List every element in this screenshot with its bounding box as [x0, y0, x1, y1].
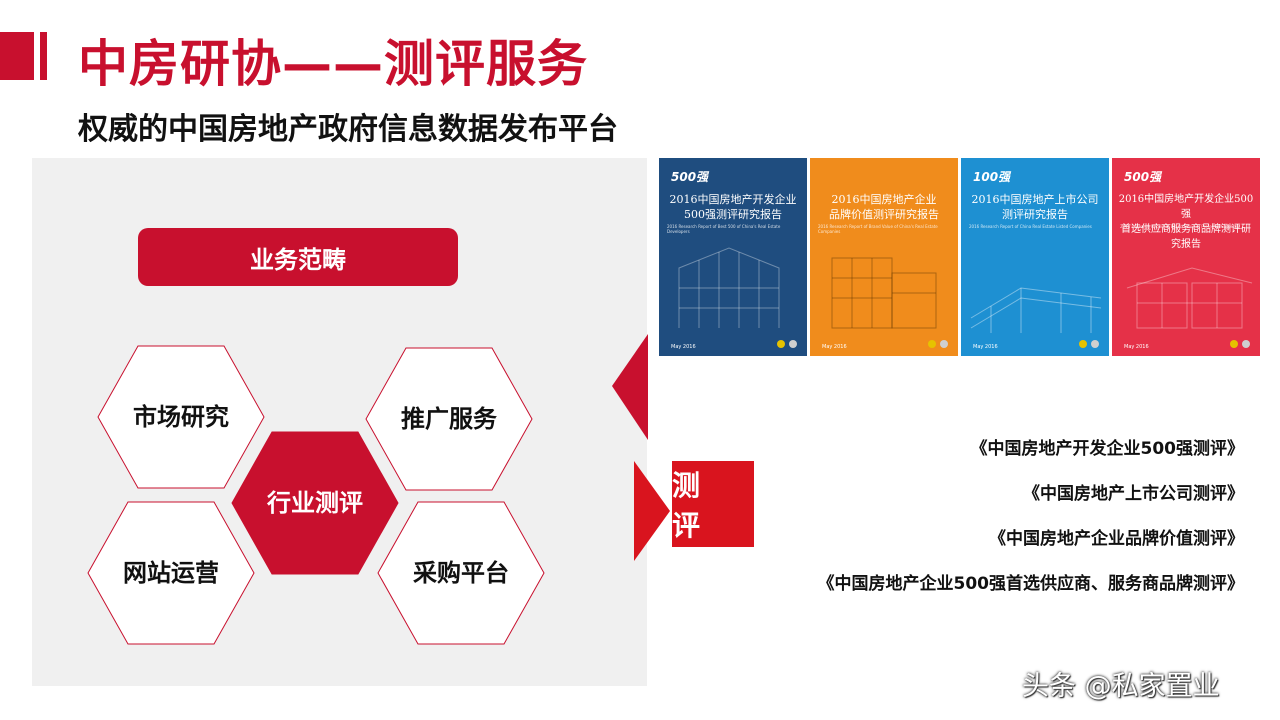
arrow-right-triangle-icon	[634, 461, 670, 561]
building-sketch-icon	[1126, 267, 1253, 329]
report-item: 《中国房地产企业500强首选供应商、服务商品牌测评》	[817, 574, 1245, 594]
seal-icon	[1242, 340, 1250, 348]
report-cover-brand-value: 2016中国房地产企业 品牌价值测评研究报告 2016 Research Rep…	[810, 158, 958, 356]
cover-logo: 500强	[671, 170, 709, 184]
report-item: 《中国房地产企业品牌价值测评》	[989, 529, 1244, 549]
page-subtitle: 权威的中国房地产政府信息数据发布平台	[78, 112, 618, 147]
hex-promotion-service-label: 推广服务	[401, 405, 497, 433]
header-accent-stripe	[40, 32, 47, 80]
hex-procurement-platform: 采购平台	[376, 500, 546, 646]
cover-title-line2: 测评研究报告	[1002, 208, 1068, 221]
report-cover-preferred-suppliers: 500强 2016中国房地产开发企业500强 首选供应商服务商品牌测评研究报告 …	[1112, 158, 1260, 356]
hex-industry-evaluation-label: 行业测评	[267, 489, 363, 517]
cover-date: May 2016	[1124, 344, 1149, 350]
seal-icon	[1230, 340, 1238, 348]
arrow-up-triangle-icon	[612, 334, 648, 440]
hex-industry-evaluation: 行业测评	[230, 430, 400, 576]
hex-market-research-label: 市场研究	[133, 403, 229, 431]
cover-title-line1: 2016中国房地产企业	[831, 193, 937, 206]
hex-promotion-service: 推广服务	[364, 346, 534, 492]
seal-icon	[1091, 340, 1099, 348]
cover-tagline: 2016 Research Report of Brand Value of C…	[818, 224, 938, 234]
cover-title-line2: 首选供应商服务商品牌测评研究报告	[1121, 224, 1251, 250]
cover-title-line2: 品牌价值测评研究报告	[829, 208, 939, 221]
page-title: 中房研协——测评服务	[78, 35, 588, 93]
business-scope-label: 业务范畴	[138, 228, 458, 286]
cover-title: 2016中国房地产上市公司 测评研究报告	[967, 192, 1103, 222]
cover-tagline: 2016 Research Report of China Real Estat…	[969, 224, 1092, 229]
cover-date: May 2016	[671, 344, 696, 350]
seal-icon	[789, 340, 797, 348]
seal-icon	[928, 340, 936, 348]
seal-icon	[940, 340, 948, 348]
building-sketch-icon	[970, 287, 1102, 333]
cover-title-line1: 2016中国房地产开发企业	[669, 193, 797, 206]
cover-title-line1: 2016中国房地产开发企业500强	[1118, 194, 1254, 220]
report-item: 《中国房地产开发企业500强测评》	[970, 439, 1245, 459]
cover-logo: 100强	[973, 170, 1011, 184]
cover-date: May 2016	[973, 344, 998, 350]
cover-title-line2: 500强测评研究报告	[684, 208, 782, 221]
cover-tagline: 2016 Research Report of Brand Value of P…	[1120, 224, 1240, 229]
watermark: 头条 @私家置业	[1022, 671, 1220, 702]
cover-logo: 500强	[1124, 170, 1162, 184]
report-cover-listed-companies: 100强 2016中国房地产上市公司 测评研究报告 2016 Research …	[961, 158, 1109, 356]
hex-procurement-platform-label: 采购平台	[413, 559, 509, 587]
header-accent-bar	[0, 32, 34, 80]
building-sketch-icon	[678, 247, 780, 328]
cover-title: 2016中国房地产开发企业 500强测评研究报告	[665, 192, 801, 222]
seal-icon	[777, 340, 785, 348]
hex-website-operation-label: 网站运营	[123, 559, 219, 587]
cover-title: 2016中国房地产企业 品牌价值测评研究报告	[816, 192, 952, 222]
building-sketch-icon	[831, 257, 937, 329]
cover-date: May 2016	[822, 344, 847, 350]
seal-icon	[1079, 340, 1087, 348]
report-item: 《中国房地产上市公司测评》	[1023, 484, 1244, 504]
evaluation-badge: 测 评	[672, 461, 754, 547]
report-cover-developers-500: 500强 2016中国房地产开发企业 500强测评研究报告 2016 Resea…	[659, 158, 807, 356]
cover-title-line1: 2016中国房地产上市公司	[971, 193, 1099, 206]
hex-website-operation: 网站运营	[86, 500, 256, 646]
hex-market-research: 市场研究	[96, 344, 266, 490]
cover-tagline: 2016 Research Report of Best 500 of Chin…	[667, 224, 781, 234]
cover-title: 2016中国房地产开发企业500强 首选供应商服务商品牌测评研究报告	[1118, 192, 1254, 252]
